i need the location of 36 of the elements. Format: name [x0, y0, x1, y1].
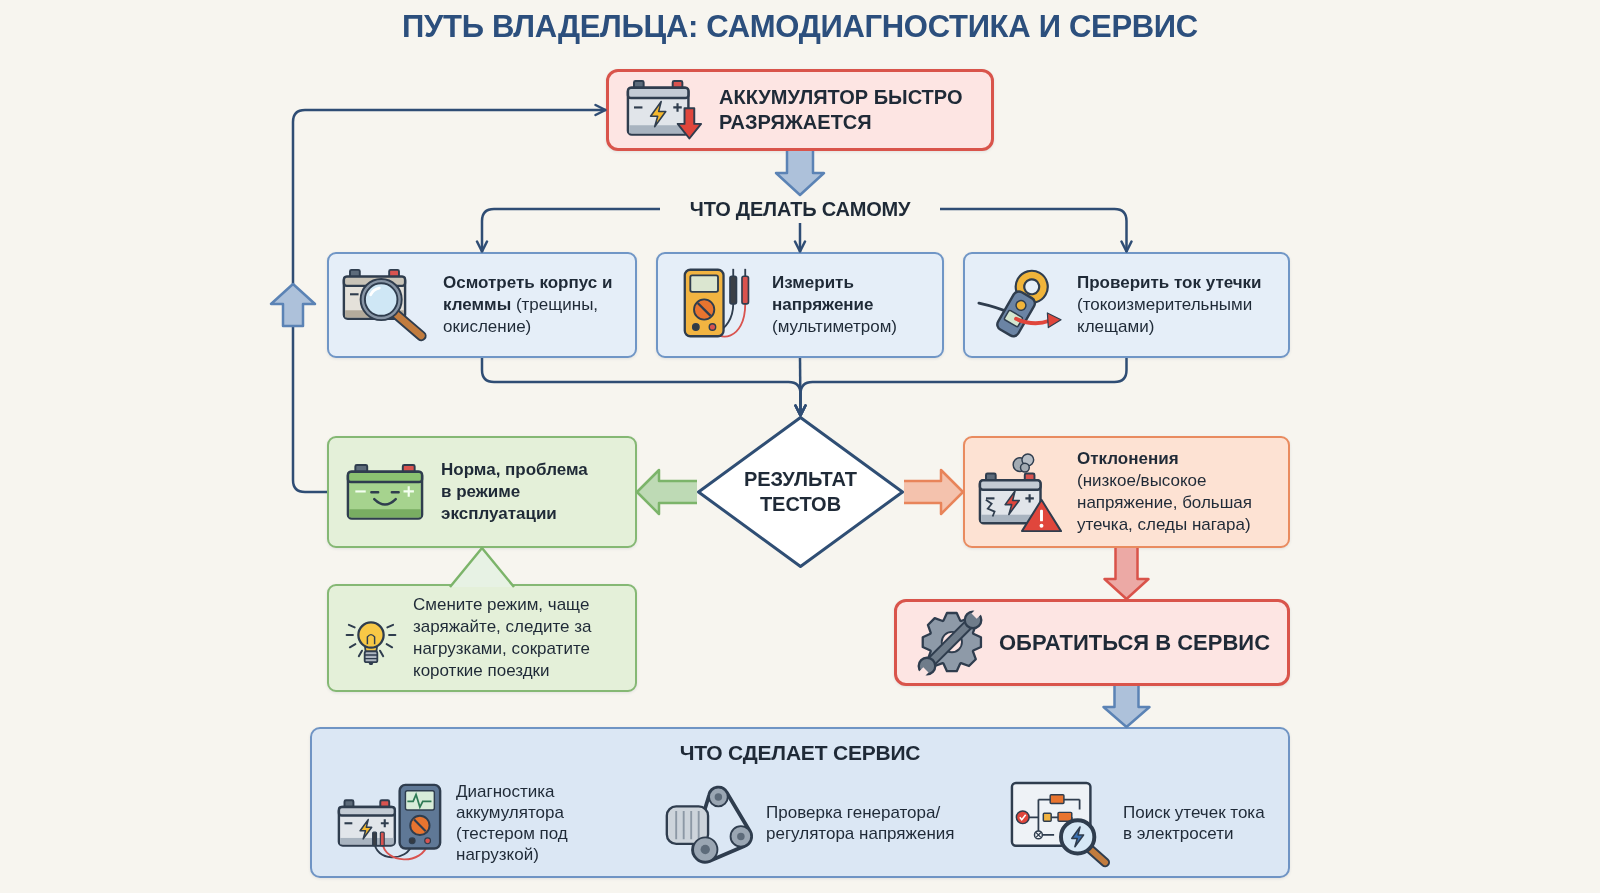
tip-box [327, 584, 637, 692]
panel-heading: ЧТО СДЕЛАЕТ СЕРВИС [679, 740, 921, 766]
arrow [475, 207, 660, 253]
warning-text: Отклонения (низкое/высокое напряжение, большая утечка, следы нагара) [1077, 448, 1254, 536]
section-heading: ЧТО ДЕЛАТЬ САМОМУ [689, 197, 911, 222]
block-arrow [774, 149, 826, 197]
callout-pointer [448, 546, 516, 589]
step-box [656, 252, 944, 358]
alert-title: АККУМУЛЯТОР БЫСТРО РАЗРЯЖАЕТСЯ [719, 85, 964, 135]
step-box [327, 252, 637, 358]
arrow [940, 207, 1133, 253]
step-text: Осмотреть корпус и клеммы (трещины, окисление) [443, 272, 614, 338]
service-panel [310, 727, 1290, 878]
arrow [291, 103, 607, 494]
alert-box [606, 69, 994, 151]
service-step-text: Поиск утечек тока в электросети [1123, 802, 1266, 844]
service-step-text: Диагностика аккумулятора (тестером под нагрузкой) [456, 781, 569, 865]
block-arrow [635, 468, 699, 516]
step-box [963, 252, 1290, 358]
diagram-title: ПУТЬ ВЛАДЕЛЬЦА: САМОДИАГНОСТИКА И СЕРВИС [402, 9, 1198, 45]
alert-box [894, 599, 1290, 686]
arrow [794, 358, 1128, 417]
result-text: Норма, проблема в режиме эксплуатации [441, 459, 589, 525]
block-arrow [902, 468, 965, 516]
alert-title: ОБРАТИТЬСЯ В СЕРВИС [999, 628, 1272, 657]
step-text: Измерить напряжение (мультиметром) [772, 272, 899, 338]
tip-text: Смените режим, чаще заряжайте, следите за нагрузками, сократите короткие поездки [413, 594, 593, 682]
block-arrow [1103, 546, 1150, 601]
result-box [327, 436, 637, 548]
arrow [793, 223, 807, 253]
step-text: Проверить ток утечки (токоизмерительными клещами) [1077, 272, 1263, 338]
decision-label: РЕЗУЛЬТАТ ТЕСТОВ [742, 467, 859, 517]
warning-box [963, 436, 1290, 548]
decision-diamond [697, 416, 904, 568]
service-step-text: Проверка генератора/регулятора напряжения [766, 802, 956, 844]
block-arrow [1102, 684, 1151, 729]
